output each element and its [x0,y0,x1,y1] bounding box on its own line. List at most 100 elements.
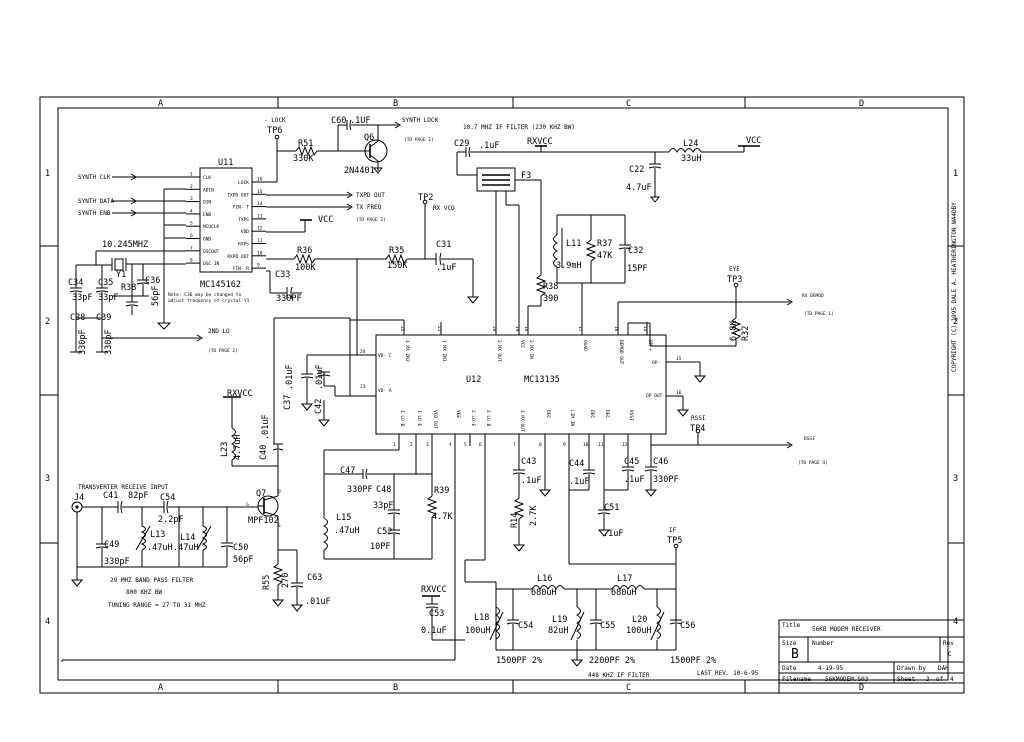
c48-value: 33pF [373,501,393,511]
c50-value: 56pF [233,555,253,565]
c36-value: 56pF [151,286,161,306]
u11-pin-num: 6 [190,233,193,239]
l18-label: L18 [474,613,489,623]
u12-pin-name: VEE [455,410,461,418]
c51-value: .1uF [603,529,623,539]
c53-value: 0.1uF [421,626,447,636]
u11-pin-num: 4 [190,208,193,214]
c49-value: 330pF [104,557,130,567]
u12-pin-num: 8 [539,442,542,448]
r32-value: 6.8K [729,320,739,341]
u12-pin23-name: VD- A [378,388,392,394]
c22-label: C22 [629,165,644,175]
sheet-value: 3 [926,676,930,683]
col-c-top: C [626,99,631,109]
rx-vco-label: RX VCO [433,205,455,212]
l20-value: 100uH [626,626,652,636]
rev-label: Rev [943,640,954,647]
u11-ref: U11 [218,158,233,168]
c63-value: .01uF [305,597,331,607]
row-1-right: 1 [953,169,958,179]
bpf-title: 29 MHZ BAND PASS FILTER [110,577,193,584]
u11-pin-name: DIN [203,200,211,206]
y1-label: Y1 [116,270,126,280]
r36-value: 100K [295,263,316,273]
c35-label: C35 [98,278,113,288]
r55-label: R55 [262,575,272,590]
l15-value: .47uH [334,526,360,536]
rssi-out-label: RSSI [804,436,815,442]
u12-pin-num: 18 [523,326,529,332]
u12-pin-name: LIM IN [569,410,575,427]
c31-value: .1uF [436,263,456,273]
l16-label: L16 [537,574,552,584]
lock-wires [266,125,364,183]
filename-value: 56KMODEM.S03 [825,676,869,683]
c54b-label: C54 [518,621,533,631]
tp2-label: TP2 [418,193,433,203]
r38-label: R38 [543,282,558,292]
c54a-label: C54 [160,493,175,503]
c42-value: .01uF [315,364,325,390]
u12-chip: U12 MC13135 [375,334,667,435]
l20-label: L20 [632,615,647,625]
l13-label: L13 [150,530,165,540]
rxvcc1-label: RXVCC [527,137,553,147]
c34-label: C34 [68,278,83,288]
col-c-bottom: C [626,683,631,693]
u12-pin-name: 1 LO E [416,410,422,427]
u11-pin-num: 14 [257,201,263,207]
c54b-value: 1500PF 2% [496,656,542,666]
u12-pin-num: 5 [464,442,467,448]
u11-pin-name: ADIN [203,187,214,193]
zone-markers [40,97,964,693]
drawing-inner-frame [57,107,949,681]
c50-label: C50 [233,543,248,553]
c41-value: 82pF [128,491,148,501]
c49-label: C49 [104,540,119,550]
sheets-value: 4 [950,676,954,683]
tp5-label: TP5 [667,536,682,546]
col-b-top: B [393,99,398,109]
r14-label: R14 [510,513,520,528]
rev-value: C [948,651,952,658]
c54a-value: 2.2pF [158,515,184,525]
to-page1-a: (TO PAGE 1) [404,137,434,143]
row-1-left: 1 [45,169,50,179]
c43-value: .1uF [521,476,541,486]
c43-label: C43 [521,457,536,467]
u11-left-pins: 1CLK2ADIN3DIN4ENB5MCUCLK6GND7OSCOUT8OSC … [186,172,220,267]
tx-freq-label: TX FREQ [356,204,382,211]
synth-data-label: SYNTH DATA [78,198,115,205]
date-label: Date [782,665,797,672]
bpf-bw: 800 KHZ BW [126,589,163,596]
l23-value: 4.7uH [233,434,243,460]
c22-value: 4.7uF [626,183,652,193]
c63-label: C63 [307,573,322,583]
u12-pin24-num: 24 [360,349,366,355]
r51-label: R51 [298,139,313,149]
size-value: B [791,647,799,662]
q7-label: Q7 [256,489,266,499]
c37-label: C37 [283,395,293,410]
u12-pin-num: 19 [514,326,520,332]
u12-pin15-name: OP- [652,360,660,366]
synth-input-wires [112,173,186,330]
r35-label: R35 [389,246,404,256]
r39-value: 4.7K [432,512,453,522]
f3-label: F3 [521,171,531,181]
row-4-right: 4 [953,617,958,627]
to-page2-b: (TO PAGE 2) [208,348,238,354]
r55-value: 270 [281,573,291,588]
u12-pin-name: 1 LO B [399,410,405,427]
q7-part: MPF102 [248,516,279,526]
u11-pin-name: MCUCLK [203,224,220,230]
row-3-left: 3 [45,474,50,484]
u11-pin-name: - LOCK [233,180,250,186]
c42-label: C42 [314,399,324,414]
r38b-label: R38 [121,283,136,293]
crystal-note-2: adjust frequency of crystal Y1 [168,298,250,304]
l15-label: L15 [336,513,351,523]
